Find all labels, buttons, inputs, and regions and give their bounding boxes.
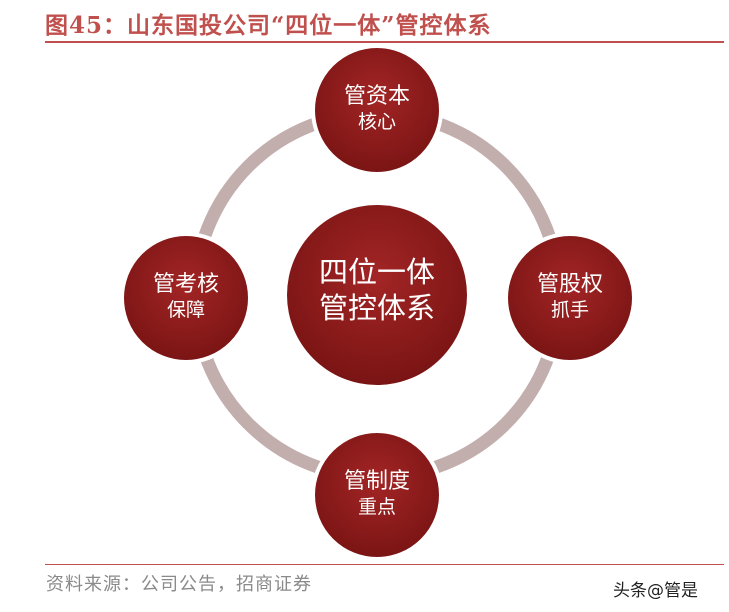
source-note: 资料来源：公司公告，招商证券	[46, 574, 312, 595]
node-bottom-label: 管制度 重点	[317, 468, 437, 519]
node-right-line-1: 管股权	[536, 272, 603, 297]
title-rule	[45, 41, 724, 43]
watermark-text: 头条@管是	[613, 581, 698, 601]
node-circle-left	[120, 232, 252, 364]
node-top-label: 管资本 核心	[317, 83, 437, 134]
node-bottom-line-1: 管制度	[343, 469, 410, 494]
node-left-line-2: 保障	[166, 298, 205, 321]
center-label: 四位一体 管控体系	[287, 254, 467, 327]
node-left-line-1: 管考核	[152, 272, 219, 297]
node-circle-top	[311, 44, 443, 176]
node-circle-right	[504, 232, 636, 364]
node-top-line-2: 核心	[357, 110, 396, 133]
node-left-label: 管考核 保障	[126, 271, 246, 322]
figure-title: 图45：山东国投公司“四位一体”管控体系	[45, 12, 492, 39]
center-line-2: 管控体系	[318, 291, 435, 326]
node-bottom-line-2: 重点	[357, 495, 396, 518]
node-right-label: 管股权 抓手	[510, 271, 630, 322]
node-right-line-2: 抓手	[550, 298, 589, 321]
source-rule	[45, 564, 724, 565]
node-top-line-1: 管资本	[343, 84, 410, 109]
center-line-1: 四位一体	[318, 255, 435, 289]
center-circle	[287, 205, 467, 385]
node-circle-bottom	[311, 429, 443, 561]
